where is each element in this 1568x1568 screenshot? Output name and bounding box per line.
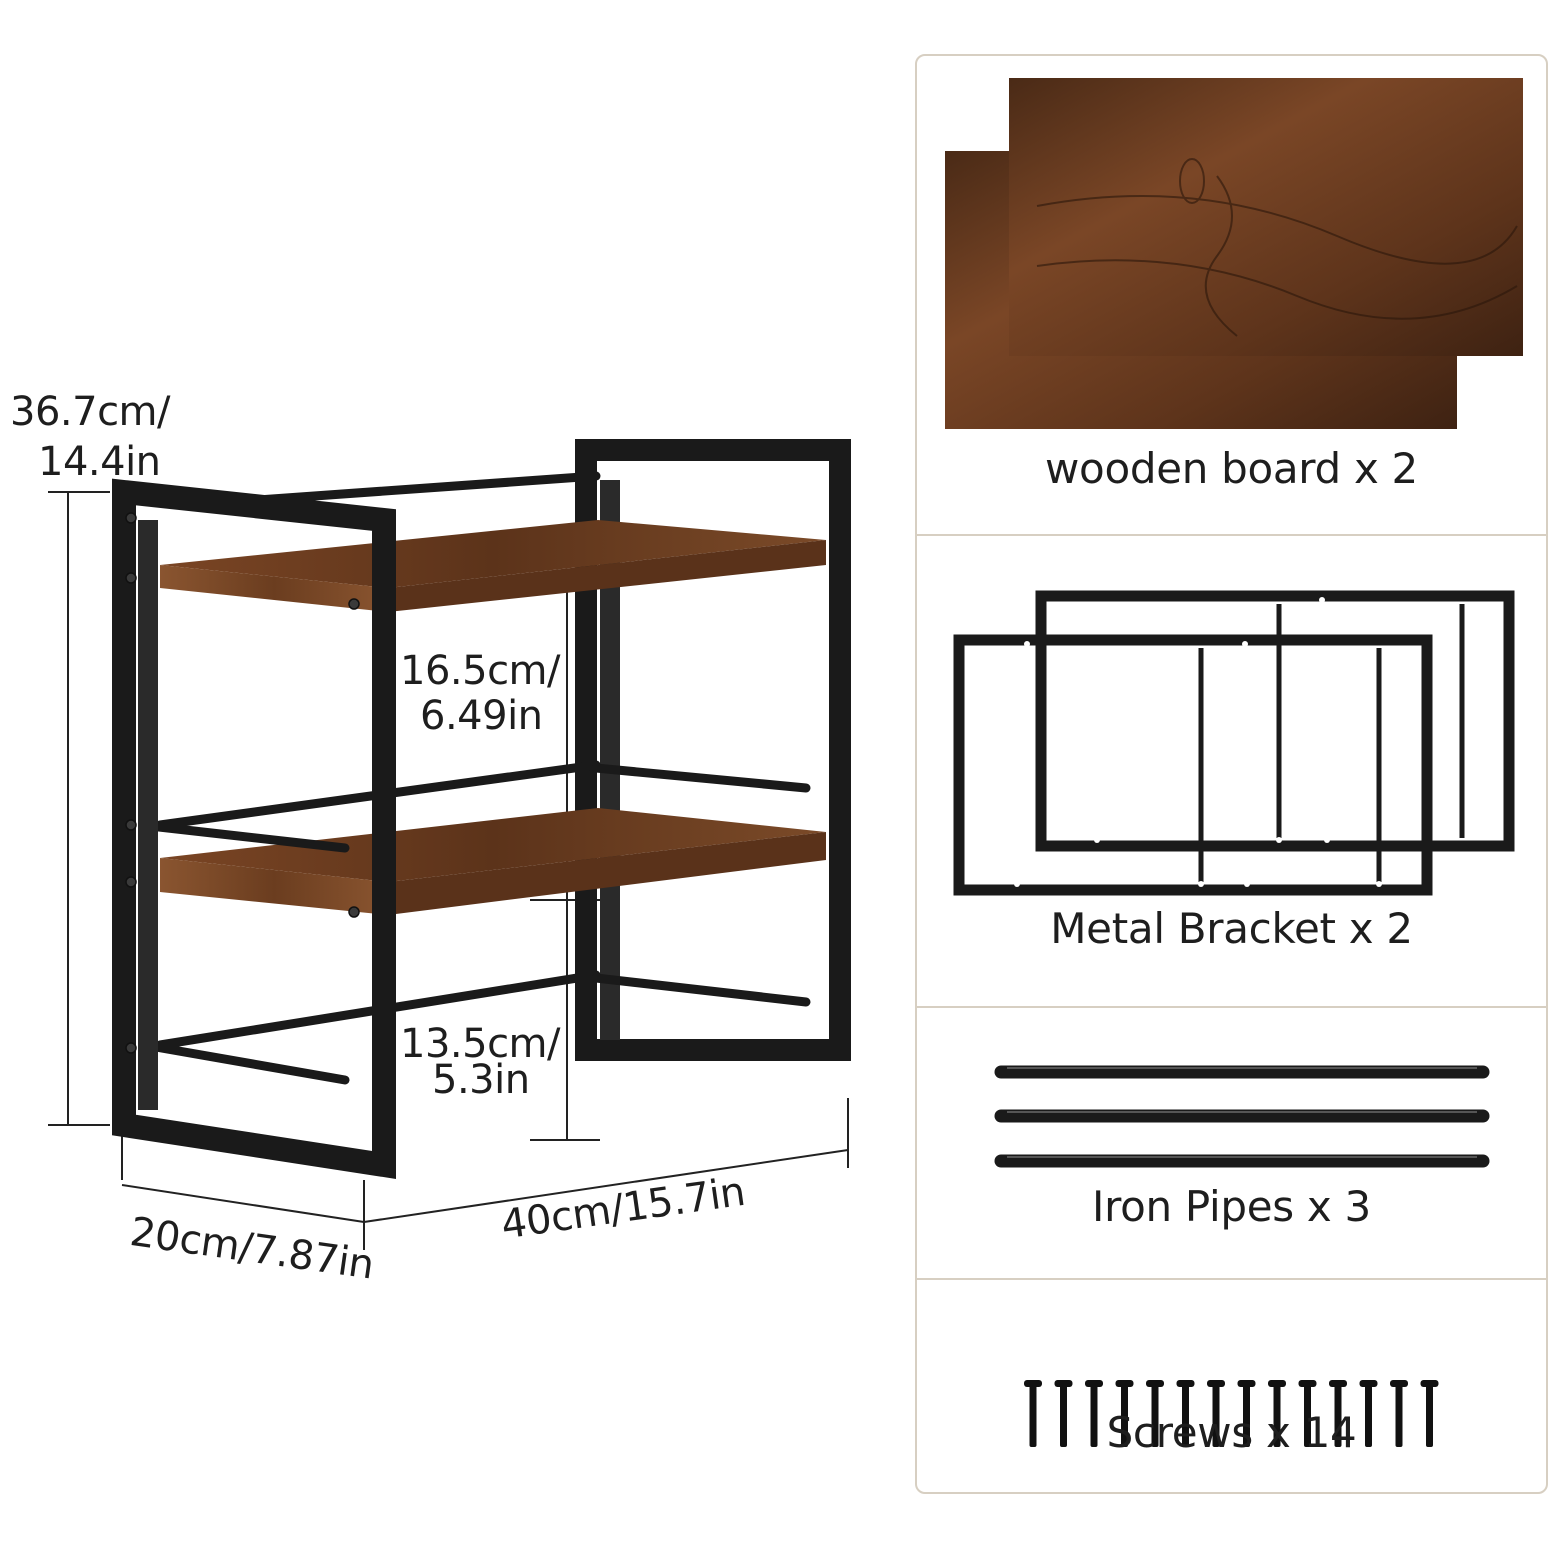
upper-gap-cm-label: 16.5cm/ [400, 648, 561, 694]
screw-head [1207, 1380, 1225, 1387]
metal-bracket-label: Metal Bracket x 2 [1050, 904, 1413, 953]
iron-pipe-icon [994, 1065, 1490, 1168]
screw-shaft [1090, 1385, 1098, 1447]
height-cm-label: 36.7cm/ [10, 389, 171, 435]
screw-shaft [1212, 1385, 1220, 1447]
screw-head [1176, 1380, 1195, 1387]
screw-shaft [1426, 1385, 1433, 1447]
screw-head [1146, 1380, 1164, 1387]
iron-pipe-label: Iron Pipes x 3 [1092, 1182, 1371, 1231]
parts-list-panel: wooden board x 2 Metal Bracket x 2 [915, 54, 1548, 1494]
dimension-lines [48, 491, 849, 1250]
upper-gap-in-label: 6.49in [420, 693, 543, 739]
lower-gap-in-label: 5.3in [432, 1057, 530, 1103]
screw-head [1237, 1380, 1256, 1387]
screw-head [1359, 1380, 1378, 1387]
screw-shaft [1304, 1385, 1311, 1447]
screw-icon [1024, 1380, 1439, 1447]
screw-shaft [1273, 1385, 1281, 1447]
metal-bracket-icon [953, 590, 1515, 896]
screw-shaft [1395, 1385, 1403, 1447]
shelf-illustration [48, 439, 851, 1250]
height-in-label: 14.4in [38, 439, 161, 485]
back-frame [575, 439, 851, 1061]
screw-head [1115, 1380, 1134, 1387]
screw-shaft [1182, 1385, 1189, 1447]
divider [917, 534, 1546, 536]
screw-head [1054, 1380, 1073, 1387]
screw-head [1390, 1380, 1408, 1387]
divider [917, 1006, 1546, 1008]
screw-head [1420, 1380, 1439, 1387]
wooden-board-icon [945, 78, 1523, 429]
front-frame [112, 478, 396, 1179]
screw-head [1268, 1380, 1286, 1387]
screw-shaft [1334, 1385, 1342, 1447]
screw-label: Screws x 14 [1106, 1408, 1357, 1457]
upper-wooden-board [160, 520, 826, 612]
screw-head [1329, 1380, 1347, 1387]
front-pipes [145, 821, 350, 1085]
screw-head [1298, 1380, 1317, 1387]
divider [917, 1278, 1546, 1280]
screw-shaft [1151, 1385, 1159, 1447]
screw-head [1085, 1380, 1103, 1387]
screw-shaft [1243, 1385, 1250, 1447]
wooden-board-label: wooden board x 2 [1045, 444, 1418, 493]
screw-shaft [1060, 1385, 1067, 1447]
screw-head [1024, 1380, 1042, 1387]
screw-shaft [1029, 1385, 1037, 1447]
lower-gap-cm-label: 13.5cm/ [400, 1021, 561, 1067]
lower-wooden-board [160, 808, 826, 915]
screw-shaft [1121, 1385, 1128, 1447]
screw-shaft [1365, 1385, 1372, 1447]
